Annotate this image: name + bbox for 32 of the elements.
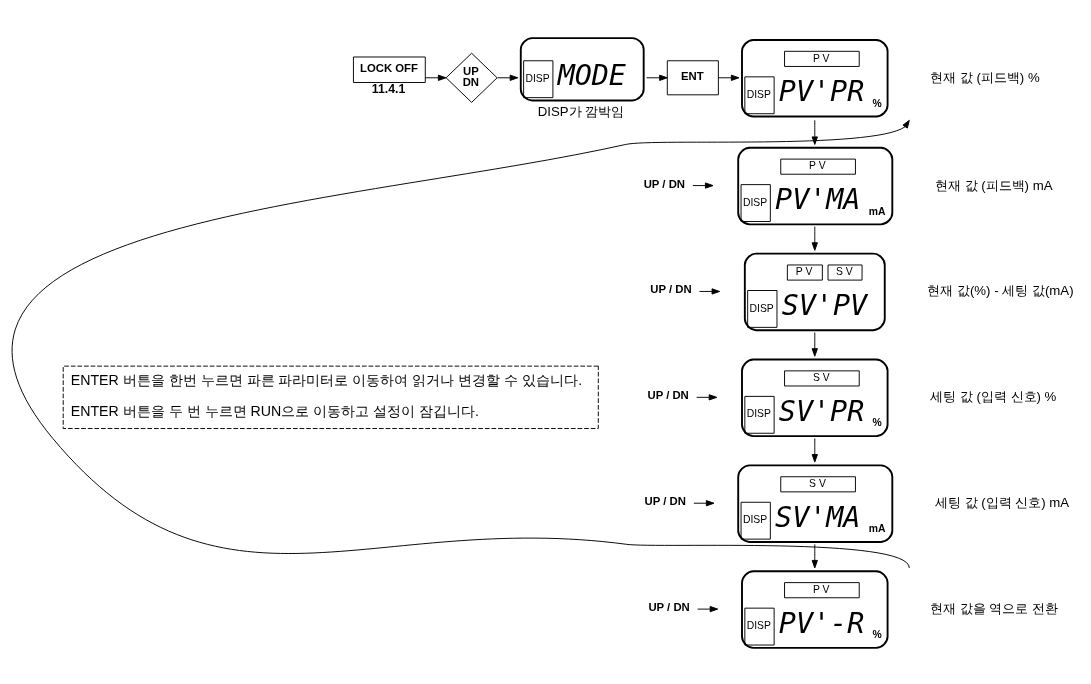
arrow	[699, 287, 721, 295]
arrow	[497, 74, 519, 81]
node-diamond: UP DN	[445, 52, 498, 103]
node-box: LOCK OFF	[352, 56, 426, 83]
arrow	[811, 119, 818, 145]
arrow	[811, 225, 818, 251]
node-text: UP / DN	[643, 177, 686, 190]
arrow	[424, 74, 447, 81]
node-label: 현재 값 (피드백) mA	[934, 177, 1053, 193]
node-text: UP / DN	[648, 600, 690, 613]
arrow	[11, 119, 910, 568]
node-label: 세팅 값 (입력 신호) %	[930, 388, 1057, 404]
node-label: 세팅 값 (입력 신호) mA	[934, 494, 1070, 510]
arrow	[692, 181, 714, 189]
node-label: 현재 값을 역으로 전환	[930, 600, 1059, 616]
node-label: 현재 값 (피드백) %	[930, 69, 1040, 85]
node-box: ENT	[666, 59, 719, 95]
arrow	[811, 543, 818, 568]
node-box: ENTER 버튼을 한번 누르면 파른 파라미터로 이동하여 읽거나 변경할 수 있습니다. ENTER 버튼을 두 번 누르면 RUN으로 이동하고 설정이 잠깁니다.	[62, 365, 599, 429]
arrow	[811, 437, 818, 463]
arrow	[696, 393, 718, 400]
arrow	[693, 499, 715, 506]
arrow	[646, 74, 668, 81]
node-label: 현재 값(%) - 세팅 값(mA)	[927, 282, 1074, 298]
arrow	[697, 605, 719, 612]
node-text: UP / DN	[644, 494, 686, 507]
node-text: UP / DN	[647, 388, 689, 401]
arrow	[718, 74, 740, 81]
node-text: UP / DN	[650, 282, 692, 295]
node-label: 11.4.1	[371, 81, 406, 96]
arrow	[811, 331, 818, 357]
node-label: DISP가 깜박임	[537, 103, 625, 119]
